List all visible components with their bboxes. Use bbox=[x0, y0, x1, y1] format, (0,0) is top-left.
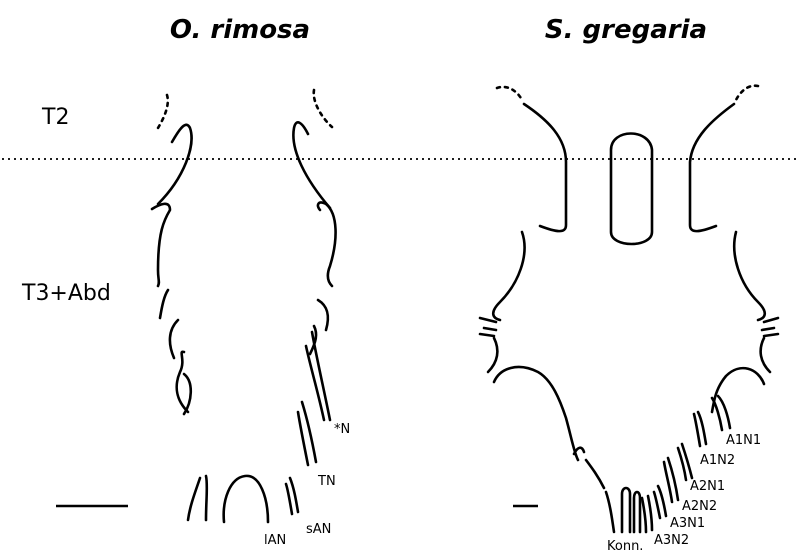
title-s-gregaria: S. gregaria bbox=[545, 15, 707, 45]
s-gregaria-nerve-a3n2 bbox=[642, 496, 652, 532]
o-rimosa-nerve-star bbox=[306, 332, 330, 420]
s-gregaria-t2-left-outline bbox=[524, 104, 566, 231]
label-star-n: *N bbox=[334, 422, 350, 437]
label-a1n1: A1N1 bbox=[726, 433, 761, 448]
o-rimosa-t2-stub-left bbox=[158, 95, 168, 128]
label-a3n1: A3N1 bbox=[670, 516, 705, 531]
s-gregaria-t2-stub-right bbox=[736, 86, 758, 100]
o-rimosa-ganglion bbox=[152, 90, 336, 522]
o-rimosa-nerve-san bbox=[286, 478, 298, 514]
segment-label-t2: T2 bbox=[41, 105, 69, 130]
s-gregaria-left-outline-upper bbox=[493, 232, 524, 320]
s-gregaria-t2-stub-left bbox=[497, 87, 522, 100]
s-gregaria-left-outline-mid bbox=[488, 338, 497, 372]
s-gregaria-nerve-konn bbox=[622, 488, 640, 532]
s-gregaria-right-outline-mid bbox=[761, 338, 770, 372]
label-a3n2: A3N2 bbox=[654, 533, 689, 548]
label-tn: TN bbox=[317, 474, 336, 489]
label-a2n1: A2N1 bbox=[690, 479, 725, 494]
o-rimosa-t2-left-outline bbox=[158, 125, 192, 204]
label-ian: lAN bbox=[264, 533, 286, 548]
s-gregaria-right-abd-arch bbox=[712, 368, 764, 412]
s-gregaria-central-oval bbox=[611, 134, 652, 245]
o-rimosa-t2-right-outline bbox=[293, 122, 330, 208]
s-gregaria-left-abd-notch bbox=[574, 448, 604, 488]
o-rimosa-nerve-tn bbox=[298, 402, 316, 465]
s-gregaria-nerve-a1n2 bbox=[694, 412, 706, 446]
o-rimosa-left-nerve-lower bbox=[188, 476, 207, 520]
label-konn: Konn. bbox=[607, 539, 643, 552]
s-gregaria-right-nerve-stubs bbox=[762, 318, 778, 336]
label-a1n2: A1N2 bbox=[700, 453, 735, 468]
s-gregaria-nerve-a1n1 bbox=[712, 396, 730, 430]
label-a2n2: A2N2 bbox=[682, 499, 717, 514]
s-gregaria-konn-left-outline bbox=[606, 492, 614, 532]
o-rimosa-right-outline-mid bbox=[310, 300, 328, 354]
s-gregaria-nerve-a2n1 bbox=[678, 444, 692, 480]
s-gregaria-right-outline-upper bbox=[734, 232, 765, 320]
s-gregaria-left-abd-arch bbox=[494, 367, 578, 460]
o-rimosa-left-outline-mid bbox=[160, 290, 188, 412]
s-gregaria-nerve-a3n1 bbox=[654, 486, 666, 518]
segment-label-t3-abd: T3+Abd bbox=[21, 281, 111, 306]
o-rimosa-right-outline-upper bbox=[318, 203, 336, 286]
s-gregaria-t2-right-outline bbox=[690, 104, 734, 231]
s-gregaria-left-nerve-stubs bbox=[480, 318, 496, 336]
s-gregaria-nerve-a2n2 bbox=[664, 458, 678, 502]
title-o-rimosa: O. rimosa bbox=[170, 15, 310, 45]
o-rimosa-left-outline-upper bbox=[152, 204, 170, 286]
o-rimosa-t2-stub-right bbox=[314, 90, 332, 127]
o-rimosa-ian-arch bbox=[224, 476, 268, 522]
label-san: sAN bbox=[306, 522, 331, 537]
